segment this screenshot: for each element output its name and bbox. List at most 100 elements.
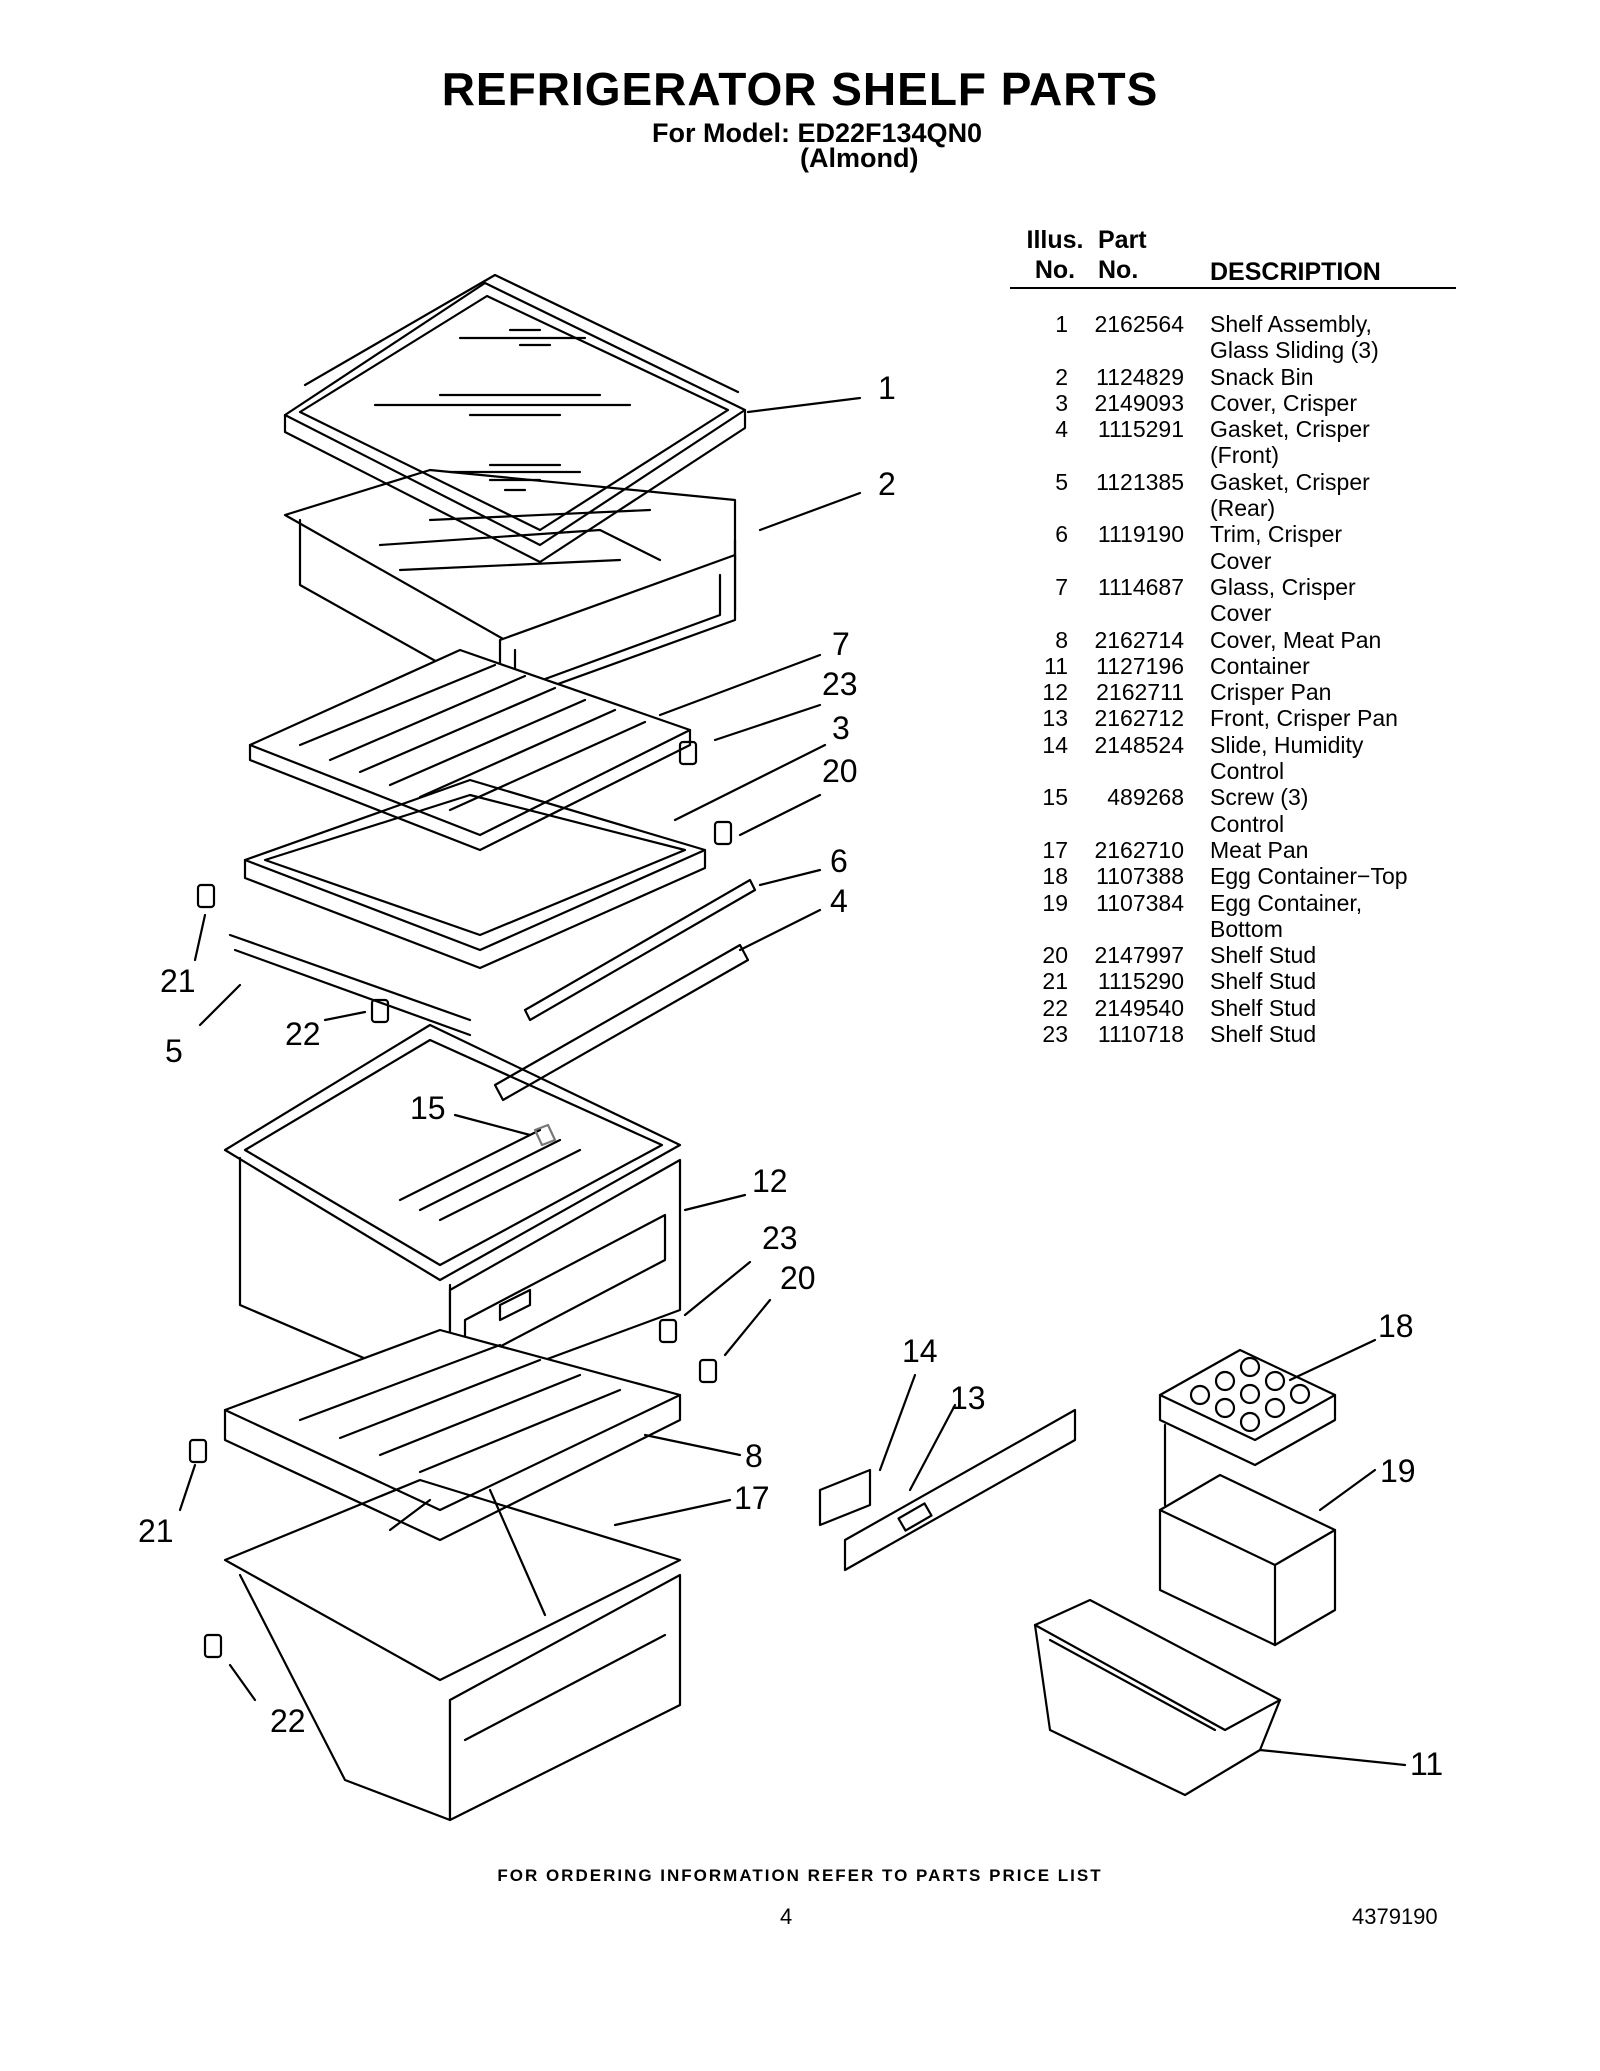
header-description: DESCRIPTION: [1210, 258, 1381, 286]
part-number: 1127196: [1096, 652, 1184, 679]
illus-number: 6: [1055, 521, 1068, 548]
part-description: Snack Bin: [1210, 363, 1314, 390]
part-description: Cover, Meat Pan: [1210, 626, 1382, 653]
illus-number: 19: [1042, 889, 1068, 916]
illus-number: 18: [1042, 863, 1068, 890]
table-header: Illus. No. Part No. DESCRIPTION: [1010, 225, 1456, 289]
part-description: Shelf Stud: [1210, 994, 1317, 1021]
callout-15: 15: [410, 1090, 446, 1126]
part-description: Egg Container, Bottom: [1210, 889, 1363, 942]
illus-number: 1: [1055, 311, 1068, 337]
part-number: 2162564: [1094, 311, 1184, 337]
page-number: 4: [780, 1904, 793, 1929]
parts-table: Illus. No. Part No. DESCRIPTION 1 2162564…: [1010, 225, 1456, 1047]
illus-number: 17: [1042, 836, 1068, 863]
shelf-studs-illustration: [188, 740, 733, 1659]
part-number: 2162711: [1096, 679, 1184, 706]
part-number: 2162710: [1094, 836, 1184, 863]
leader-lines: [178, 396, 1407, 1767]
callout-12: 12: [752, 1163, 788, 1199]
part-number: 1119190: [1097, 521, 1184, 548]
callout-20: 20: [822, 753, 858, 789]
ordering-note: FOR ORDERING INFORMATION REFER TO PARTS …: [497, 1866, 1103, 1885]
illus-number: 13: [1042, 705, 1068, 732]
callout-23: 23: [762, 1220, 798, 1256]
part-description: Trim, Crisper Cover: [1210, 521, 1343, 574]
illus-number: 3: [1055, 389, 1068, 416]
callout-1: 1: [878, 370, 896, 406]
part-description: Shelf Stud: [1210, 1021, 1317, 1048]
part-description: Front, Crisper Pan: [1210, 705, 1398, 732]
part-number: 489268: [1107, 784, 1184, 811]
callout-8: 8: [745, 1438, 763, 1474]
illus-number: 11: [1044, 652, 1068, 679]
illus-number: 15: [1042, 784, 1068, 811]
meat-pan-illustration: [223, 1478, 682, 1822]
part-description: Slide, Humidity Control: [1210, 731, 1364, 785]
table-row: 11 1127196 Container: [1010, 653, 1456, 679]
callout-18: 18: [1378, 1308, 1414, 1344]
table-row: 18 1107388 Egg Container−Top: [1010, 863, 1456, 889]
part-number: 1107388: [1096, 863, 1184, 890]
page-title: REFRIGERATOR SHELF PARTS: [441, 63, 1159, 115]
crisper-trim-gasket-illustration: [493, 878, 757, 1102]
callout-2: 2: [878, 466, 896, 502]
callout-7: 7: [832, 626, 850, 662]
callout-6: 6: [830, 843, 848, 879]
header-part-no: Part No.: [1098, 226, 1147, 284]
part-description: Egg Container−Top: [1210, 863, 1408, 890]
table-row: 20 2147997 Shelf Stud: [1010, 942, 1456, 968]
illus-number: 20: [1042, 942, 1068, 969]
illus-number: 12: [1042, 679, 1068, 706]
callout-14: 14: [902, 1333, 938, 1369]
part-description: Meat Pan: [1210, 836, 1309, 863]
callout-19: 19: [1380, 1453, 1416, 1489]
meat-pan-cover-illustration: [223, 1328, 682, 1542]
part-description: Screw (3) Control: [1210, 784, 1309, 837]
illus-number: 7: [1055, 573, 1068, 600]
egg-container-illustration: [1158, 1348, 1337, 1647]
part-description: Gasket, Crisper (Rear): [1210, 468, 1370, 522]
header-illus-no: Illus. No.: [1026, 226, 1084, 284]
snack-bin-illustration: [283, 468, 737, 707]
part-number: 2149540: [1094, 994, 1184, 1021]
callout-4: 4: [830, 883, 848, 919]
glass-shelf-illustration: [283, 273, 747, 564]
part-description: Cover, Crisper: [1210, 389, 1357, 416]
part-description: Shelf Assembly, Glass Sliding (3): [1210, 311, 1379, 364]
illus-number: 4: [1055, 416, 1068, 443]
table-row: 17 2162710 Meat Pan: [1010, 837, 1456, 863]
illus-number: 8: [1055, 626, 1068, 653]
table-row: 6 1119190 Trim, Crisper Cover: [1010, 521, 1456, 574]
illus-number: 14: [1042, 731, 1068, 758]
part-number: 1115291: [1097, 416, 1184, 443]
crisper-cover-illustration: [228, 778, 707, 1037]
part-number: 1110718: [1097, 1021, 1184, 1048]
callout-17: 17: [734, 1480, 770, 1516]
crisper-glass-illustration: [248, 648, 692, 852]
part-number: 2147997: [1094, 942, 1184, 969]
illus-number: 22: [1042, 994, 1068, 1021]
callout-22: 22: [285, 1016, 321, 1052]
table-row: 1 2162564 Shelf Assembly, Glass Sliding (3…: [1010, 311, 1456, 364]
callout-21: 21: [138, 1513, 174, 1549]
part-description: Glass, Crisper Cover: [1210, 573, 1356, 627]
part-description: Shelf Stud: [1210, 968, 1317, 995]
part-description: Crisper Pan: [1210, 679, 1332, 706]
callout-22: 22: [270, 1703, 306, 1739]
table-body: 1 2162564 Shelf Assembly, Glass Sliding (3…: [1010, 311, 1456, 1047]
callout-21: 21: [160, 963, 196, 999]
part-description: Container: [1210, 652, 1310, 679]
model-number: For Model: ED22F134QN0: [652, 118, 983, 148]
model-color: (Almond): [800, 143, 919, 173]
part-description: Shelf Stud: [1210, 942, 1317, 969]
part-number: 2148524: [1094, 731, 1184, 758]
